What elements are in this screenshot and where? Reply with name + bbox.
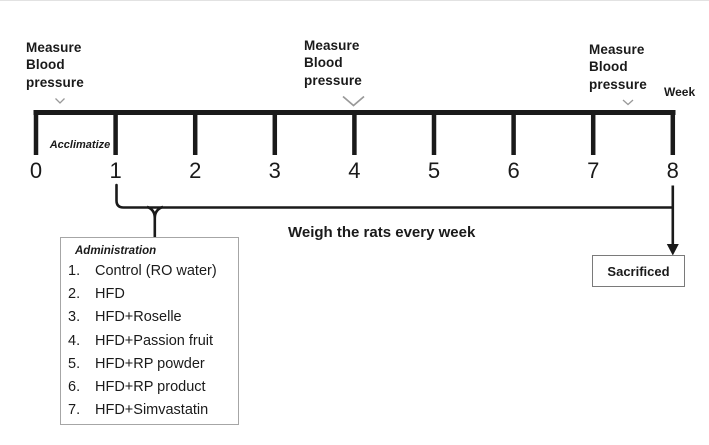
admin-list-item: 3. HFD+Roselle bbox=[61, 306, 238, 329]
admin-item-number: 1. bbox=[68, 263, 81, 279]
admin-list-item: 4. HFD+Passion fruit bbox=[61, 330, 238, 353]
bracket-pointer-to-admin-box bbox=[146, 205, 164, 237]
chevron-down-icon bbox=[342, 95, 365, 107]
admin-list-item: 1. Control (RO water) bbox=[61, 260, 238, 283]
sacrificed-box: Sacrificed bbox=[592, 255, 685, 287]
sacrificed-label: Sacrificed bbox=[607, 263, 670, 279]
admin-item-label: HFD+Roselle bbox=[95, 309, 182, 326]
admin-item-number: 2. bbox=[68, 286, 81, 303]
acclimatize-label: Acclimatize bbox=[49, 139, 111, 151]
admin-item-label: HFD+RP product bbox=[95, 379, 206, 396]
admin-list-item: 6. HFD+RP product bbox=[61, 376, 238, 399]
week-tick-label-6: 6 bbox=[507, 158, 520, 183]
week-tick-label-1: 1 bbox=[109, 158, 122, 183]
measure-bp-label-end: Measure Blood pressure bbox=[589, 42, 647, 92]
sacrifice-arrow bbox=[666, 185, 679, 256]
admin-item-label: HFD+Simvastatin bbox=[95, 402, 209, 419]
week-tick-label-0: 0 bbox=[29, 158, 43, 183]
week-axis-label: Week bbox=[664, 85, 696, 99]
admin-list-item: 5. HFD+RP powder bbox=[61, 353, 238, 376]
week-tick-label-4: 4 bbox=[348, 158, 361, 183]
tick-marks bbox=[33, 110, 676, 155]
week-tick-label-5: 5 bbox=[427, 158, 441, 183]
administration-title: Administration bbox=[75, 245, 157, 257]
down-arrowhead-icon bbox=[666, 244, 679, 256]
admin-item-label: HFD+Passion fruit bbox=[95, 332, 214, 349]
admin-item-number: 7. bbox=[68, 402, 81, 419]
admin-item-label: HFD+RP powder bbox=[95, 355, 205, 372]
measure-bp-label-mid: Measure Blood pressure bbox=[304, 38, 362, 88]
weigh-note: Weigh the rats every week bbox=[288, 224, 476, 241]
top-border-line bbox=[0, 0, 709, 1]
admin-item-label: HFD bbox=[95, 286, 125, 303]
chevron-down-icon bbox=[622, 99, 634, 106]
admin-list-item: 7. HFD+Simvastatin bbox=[61, 399, 238, 422]
administration-box: Administration 1. Control (RO water) 2. … bbox=[60, 237, 239, 425]
admin-item-number: 3. bbox=[68, 309, 81, 326]
week-tick-label-8: 8 bbox=[666, 158, 679, 183]
admin-list-item: 2. HFD bbox=[61, 283, 238, 306]
week-tick-label-3: 3 bbox=[268, 158, 281, 183]
week-tick-label-7: 7 bbox=[587, 158, 600, 183]
admin-item-number: 5. bbox=[68, 355, 81, 372]
chevron-down-icon bbox=[55, 98, 65, 104]
week-tick-label-2: 2 bbox=[189, 158, 202, 183]
admin-item-number: 4. bbox=[68, 332, 81, 349]
measure-bp-label-start: Measure Blood pressure bbox=[26, 40, 84, 90]
weigh-bracket bbox=[115, 183, 673, 209]
admin-item-label: Control (RO water) bbox=[95, 263, 217, 279]
admin-item-number: 6. bbox=[68, 379, 81, 396]
